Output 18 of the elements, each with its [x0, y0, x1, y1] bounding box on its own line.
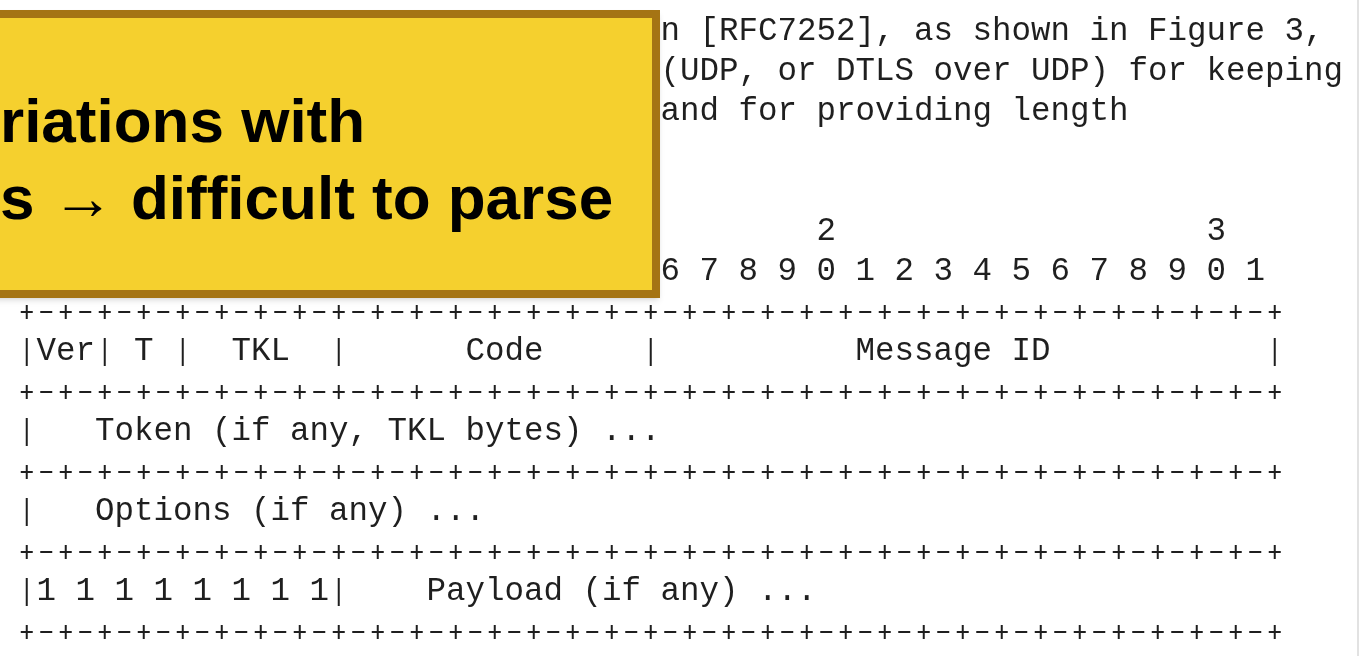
callout-text: riations with	[0, 85, 366, 157]
packet-field-label: Code	[465, 332, 544, 372]
body-text: n [RFC7252], as shown in Figure 3,	[660, 12, 1324, 52]
callout-box	[0, 10, 660, 298]
bit-number: 2	[816, 212, 836, 252]
body-text: (UDP, or DTLS over UDP) for keeping	[660, 52, 1344, 92]
packet-field-label: Message ID	[855, 332, 1051, 372]
bit-number: 3	[1206, 212, 1226, 252]
body-text: and for providing length	[660, 92, 1129, 132]
callout-text: s → difficult to parse	[0, 162, 614, 234]
packet-field-label: Ver	[36, 332, 95, 372]
packet-field-label: 1 1 1 1 1 1 1 1	[36, 572, 330, 612]
packet-field-label: Token (if any, TKL bytes) ...	[95, 412, 661, 452]
packet-field-label: T	[134, 332, 154, 372]
packet-field-label: Payload (if any) ...	[426, 572, 817, 612]
packet-field-label: Options (if any) ...	[95, 492, 486, 532]
packet-field-label: TKL	[231, 332, 290, 372]
bit-numbers: 6 7 8 9 0 1 2 3 4 5 6 7 8 9 0 1	[660, 252, 1266, 292]
